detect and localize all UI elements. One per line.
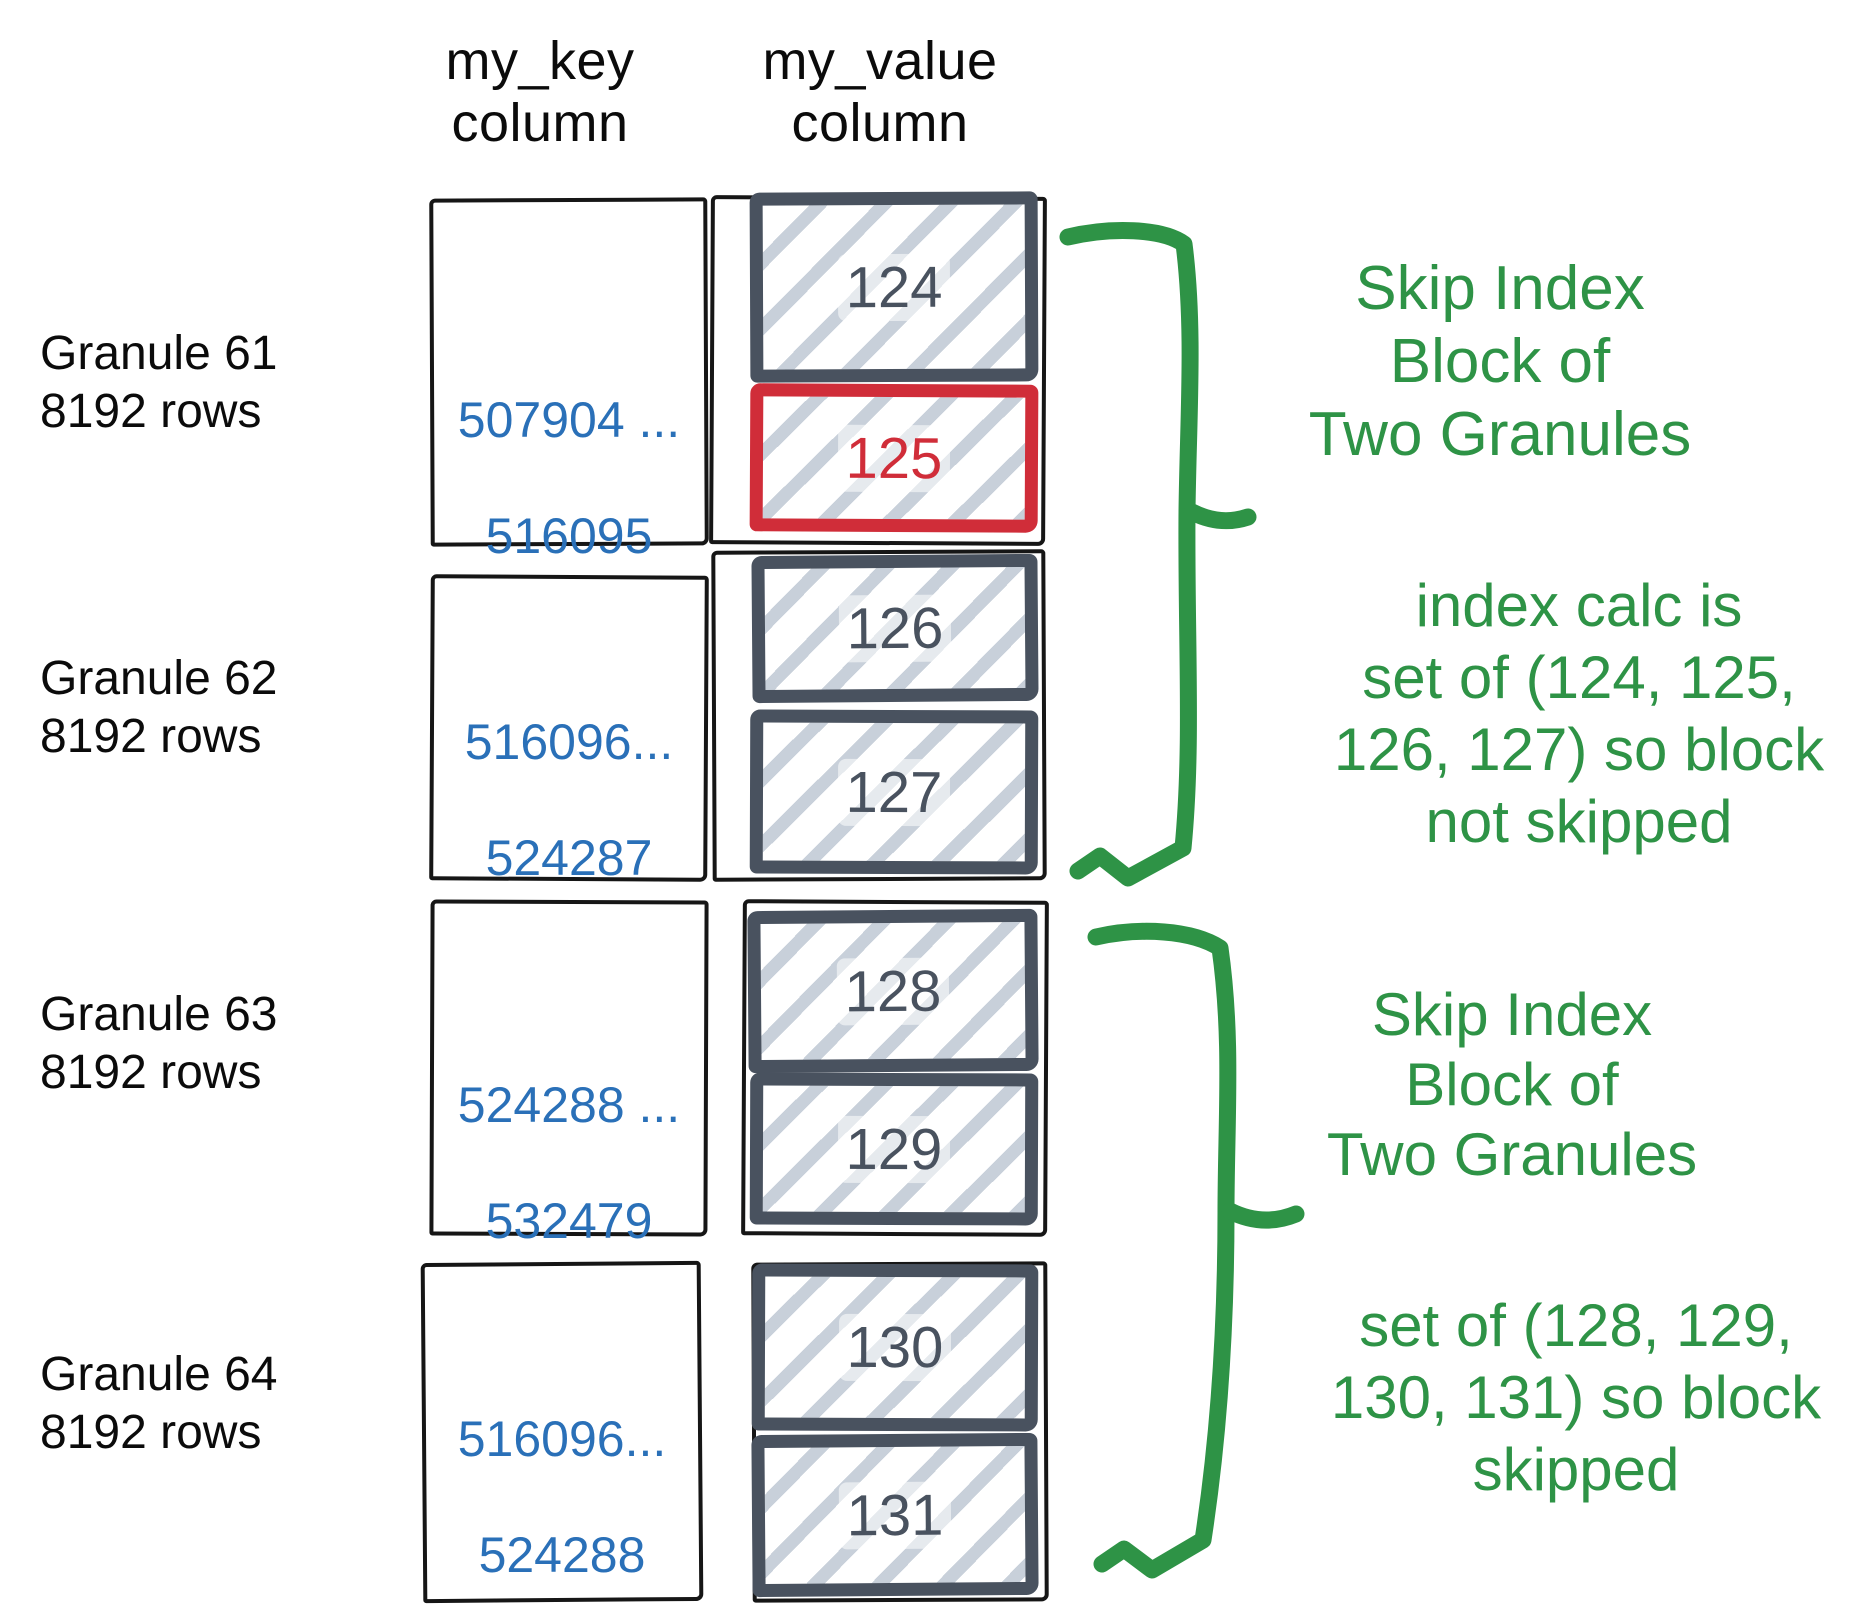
value-number: 130 [838,1313,952,1382]
annotation-skip-block-2: Skip Index Block of Two Granules [1212,980,1812,1190]
value-number: 127 [837,758,951,826]
key-to: 524288 [478,1527,646,1583]
annotation-line: not skipped [1425,788,1733,855]
annotation-line: Block of [1389,327,1611,396]
key-from: 507904 ... [457,392,681,448]
value-block: 124 [749,191,1039,383]
value-block: 126 [751,553,1039,704]
key-range: 524288 ... 532479 [430,1018,708,1308]
granule-rows: 8192 rows [40,710,262,763]
annotation-line: Two Granules [1326,1121,1698,1188]
annotation-line: Two Granules [1308,400,1692,469]
brace-2-tick [1221,1202,1305,1229]
granule-label: Granule 64 8192 rows [40,1346,278,1462]
granule-name: Granule 64 [40,1348,278,1401]
annotation-skip-result: set of (128, 129, 130, 131) so block ski… [1290,1290,1859,1506]
key-from: 516096... [464,714,674,770]
annotation-line: Skip Index [1371,981,1653,1048]
key-range: 507904 ... 516095 [430,333,708,623]
annotation-skip-block-1: Skip Index Block of Two Granules [1200,252,1800,471]
column-header-my-value: my_value column [762,31,998,153]
value-block: 131 [751,1432,1039,1598]
value-block: 129 [749,1072,1039,1226]
annotation-line: 130, 131) so block [1330,1364,1822,1431]
annotation-line: set of (128, 129, [1359,1292,1793,1359]
annotation-line: Skip Index [1355,254,1645,323]
value-block: 127 [749,709,1039,875]
key-range: 516096... 524287 [430,655,708,945]
brace-1-body [1059,222,1199,887]
column-header-my-key: my_key column [445,31,635,153]
granule-label: Granule 62 8192 rows [40,650,278,766]
brace-1-tick [1183,503,1257,530]
value-number: 124 [837,253,951,321]
value-number: 125 [837,424,951,492]
key-to: 516095 [485,508,653,564]
granule-name: Granule 62 [40,652,278,705]
granule-rows: 8192 rows [40,1406,262,1459]
key-to: 524287 [485,830,653,886]
granule-name: Granule 61 [40,327,278,380]
key-range: 516096... 524288 [422,1352,702,1618]
value-number: 126 [838,594,952,663]
annotation-line: set of (124, 125, [1362,644,1796,711]
annotation-index-calc: index calc is set of (124, 125, 126, 127… [1296,570,1859,858]
brace-2-body [1087,922,1237,1579]
annotation-line: index calc is [1415,572,1743,639]
value-number: 131 [838,1481,952,1549]
value-number: 128 [836,957,950,1025]
value-number: 129 [837,1115,951,1183]
granule-name: Granule 63 [40,988,278,1041]
granule-rows: 8192 rows [40,385,262,438]
annotation-line: 126, 127) so block [1333,716,1825,783]
value-block: 130 [751,1263,1039,1432]
key-to: 532479 [485,1193,653,1249]
annotation-line: skipped [1472,1436,1680,1503]
key-from: 524288 ... [457,1077,681,1133]
key-from: 516096... [457,1411,667,1467]
value-block: 128 [747,908,1039,1074]
granule-label: Granule 61 8192 rows [40,325,278,441]
granule-label: Granule 63 8192 rows [40,986,278,1102]
value-block-highlighted: 125 [749,383,1039,533]
granule-rows: 8192 rows [40,1046,262,1099]
annotation-line: Block of [1405,1051,1619,1118]
